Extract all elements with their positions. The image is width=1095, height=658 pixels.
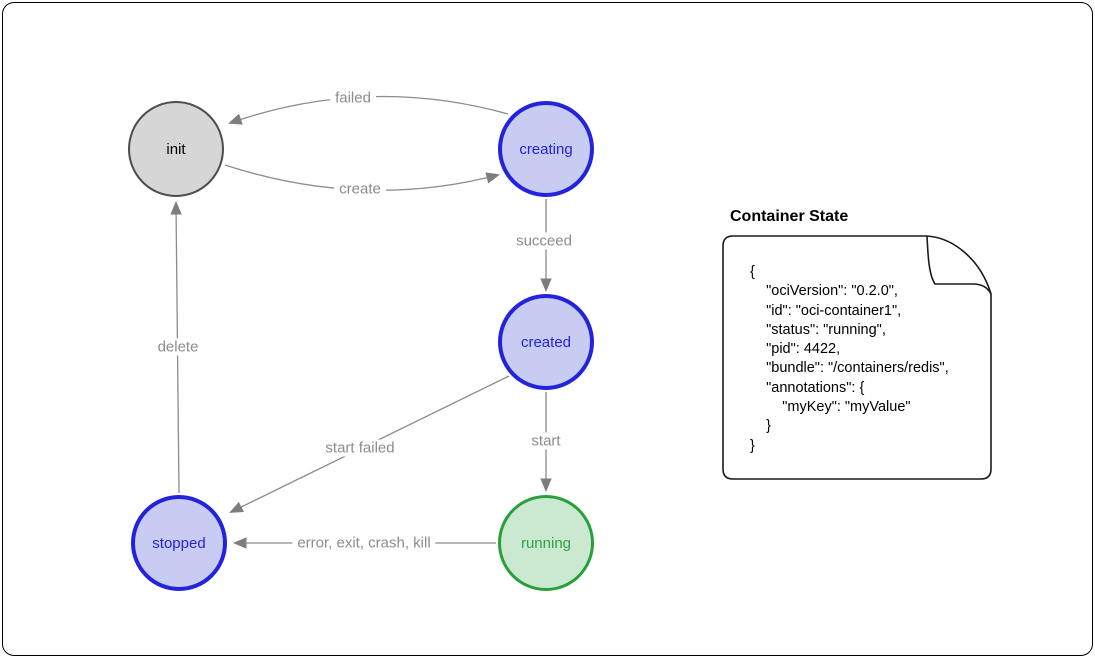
note-json-body: { "ociVersion": "0.2.0", "id": "oci-cont… (750, 264, 949, 454)
state-node-created: created (498, 294, 594, 390)
state-label-running: running (520, 534, 572, 552)
state-label-stopped: stopped (152, 534, 206, 552)
state-node-running: running (498, 495, 594, 591)
state-node-creating: creating (498, 101, 594, 197)
edge-label-succeed: succeed (511, 232, 577, 250)
state-label-init: init (166, 140, 186, 158)
state-label-creating: creating (519, 140, 573, 158)
edge-label-failed: failed (330, 89, 376, 107)
edge-label-delete: delete (152, 338, 204, 356)
edge-label-start-failed: start failed (320, 439, 400, 457)
state-node-init: init (128, 101, 224, 197)
state-node-stopped: stopped (131, 495, 227, 591)
edge-label-start: start (526, 432, 566, 450)
edge-label-create: create (334, 180, 386, 198)
note-title: Container State (730, 208, 849, 225)
note-fold-corner-icon (926, 235, 992, 295)
edge-label-error-exit-crash-kill: error, exit, crash, kill (292, 534, 436, 552)
state-label-created: created (520, 333, 572, 351)
note-shape (722, 235, 992, 480)
